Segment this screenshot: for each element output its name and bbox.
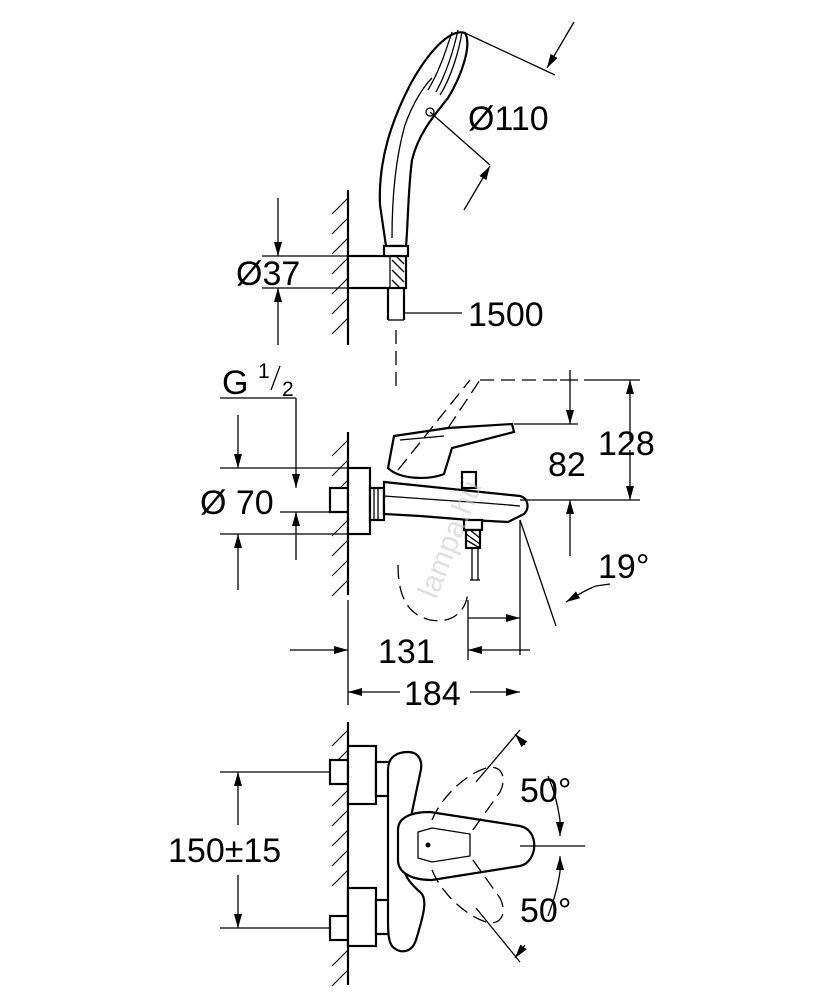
wall-hatching-middle: [331, 439, 349, 597]
label-projection-total: 184: [404, 675, 461, 713]
wall-hatching-upper: [331, 197, 349, 335]
dim-connection-spacing: [220, 771, 330, 929]
label-projection-spout: 131: [378, 633, 435, 671]
shower-wall-holder: [346, 254, 408, 290]
label-lever-angle-lower: 50°: [520, 892, 571, 930]
wall-upper: [331, 190, 350, 345]
dim-lever-angles: [475, 729, 585, 963]
label-thread-numerator: 1: [258, 360, 270, 383]
dim-thread-connection: [220, 397, 300, 488]
dim-heights: [514, 370, 640, 556]
label-head-diameter: Ø110: [468, 100, 549, 138]
shower-hose: [386, 288, 406, 390]
label-thread-g: G: [222, 364, 248, 402]
wall-middle: [331, 432, 350, 597]
dim-holder-diameter: [262, 198, 348, 345]
hand-shower: [378, 29, 469, 258]
label-flange-diameter: Ø 70: [200, 484, 274, 522]
thread-fraction-slash: [270, 365, 281, 391]
dim-projections: [290, 600, 530, 705]
dim-spout-angle: [519, 519, 611, 655]
mixer-front-view: [328, 744, 536, 953]
label-height-spout: 82: [548, 446, 586, 484]
mixer-side-view: [328, 379, 560, 622]
label-thread-denominator: 2: [282, 378, 294, 401]
wall-hatching-lower: [331, 729, 349, 987]
label-holder-diameter: Ø37: [236, 255, 300, 293]
label-height-total: 128: [598, 425, 655, 463]
dim-flange-diameter: [220, 415, 348, 590]
label-spout-angle: 19°: [598, 548, 649, 586]
label-hose-length: 1500: [468, 296, 544, 334]
label-connection-spacing: 150±15: [168, 832, 281, 870]
label-lever-angle-upper: 50°: [520, 772, 571, 810]
dim-head-diameter: [429, 21, 575, 211]
